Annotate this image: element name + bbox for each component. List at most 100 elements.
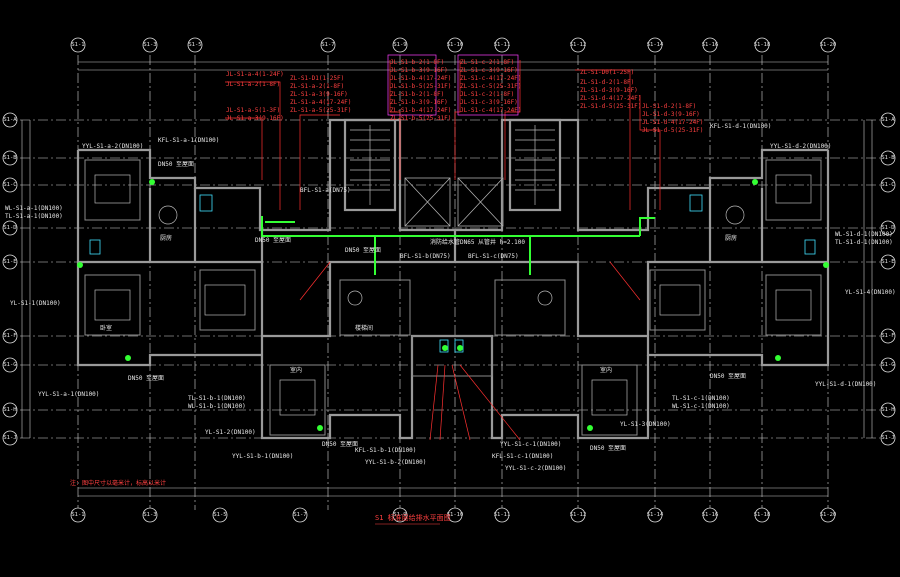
label-jl-a5: JL-S1-a-5(1-3F) xyxy=(226,107,280,114)
label-dn50-b: DN50 至屋面 xyxy=(128,375,164,382)
axis-top-5: S1-9 xyxy=(393,42,406,48)
label-jl-d5: JL-S1-d-5(25-31F) xyxy=(642,127,703,134)
axis-right-7: S1-G xyxy=(881,362,894,368)
axis-bottom-11: S1-18 xyxy=(754,512,771,518)
axis-top-8: S1-12 xyxy=(570,42,587,48)
axis-right-1: S1-A xyxy=(881,117,895,123)
axis-bottom-3: S1-5 xyxy=(213,512,226,518)
label-kfl-a: KFL-S1-a-1(DN100) xyxy=(158,137,219,144)
label-yl-s1-2: YL-S1-2(DN100) xyxy=(205,429,256,436)
room-b: 室内 xyxy=(600,366,612,374)
room-a: 室内 xyxy=(290,366,302,374)
room-kitchen-right: 厨房 xyxy=(725,234,737,242)
axis-right-5: S1-E xyxy=(881,259,894,265)
label-pipe-main: 消防给水管DN65 从管井 h=2.100 xyxy=(430,238,525,246)
label-jl-b3: JL-S1-b-3(9-16F) xyxy=(390,67,448,74)
axis-right-9: S1-J xyxy=(881,435,894,441)
label-yl-s1-3: YL-S1-3(DN100) xyxy=(620,421,671,428)
white-labels: YYL-S1-a-2(DN100) KFL-S1-a-1(DN100) DN50… xyxy=(5,123,896,472)
axis-top-12: S1-20 xyxy=(820,42,837,48)
label-zl-b3: ZL-S1-b-3(9-16F) xyxy=(390,99,448,106)
label-jl-c2: JL-S1-c-2(1-8F) xyxy=(460,91,514,98)
axis-left-7: S1-G xyxy=(3,362,16,368)
label-wl-d: WL-S1-d-1(DN100) xyxy=(835,231,893,238)
axis-top-10: S1-16 xyxy=(702,42,719,48)
label-jl-d3: JL-S1-d-3(9-16F) xyxy=(642,111,700,118)
label-jl-d4: JL-S1-d-4(17-24F) xyxy=(642,119,703,126)
axis-right-6: S1-F xyxy=(881,333,894,339)
label-kfl-c: KFL-S1-c-1(DN100) xyxy=(492,453,553,460)
water-pipes xyxy=(77,179,829,431)
axis-left-3: S1-C xyxy=(3,182,16,188)
axis-left-1: S1-A xyxy=(3,117,17,123)
label-zl-d1: ZL-S1-D1(1-25F) xyxy=(290,75,344,82)
label-tl-a: TL-S1-a-1(DN100) xyxy=(5,213,63,220)
label-bfl3: BFL-S1-c(DN75) xyxy=(468,253,519,260)
stair-right xyxy=(515,125,555,205)
axis-bubbles-bottom: S1-1 S1-3 S1-5 S1-7 S1-9 S1-10 S1-11 S1-… xyxy=(70,507,837,523)
label-dn50-mid: DN50 至屋面 xyxy=(345,247,381,254)
label-zl-d5: ZL-S1-d-5(25-31F) xyxy=(580,103,641,110)
axis-right-4: S1-D xyxy=(881,225,894,231)
label-kfl-b: KFL-S1-b-1(DN100) xyxy=(355,447,416,454)
axis-bottom-7: S1-11 xyxy=(494,512,511,518)
label-zl-a3: ZL-S1-a-3(9-16F) xyxy=(290,91,348,98)
room-stair: 楼梯间 xyxy=(355,324,373,332)
drawing-note: 注：图中尺寸以毫米计，标高以米计 xyxy=(70,479,166,487)
label-zl-c5: ZL-S1-c-5(25-31F) xyxy=(460,83,521,90)
axis-bottom-5: S1-9 xyxy=(393,512,406,518)
red-leaders xyxy=(225,60,661,441)
label-dn50-e: DN50 至屋面 xyxy=(590,445,626,452)
label-yyl-b2: YYL-S1-b-2(DN100) xyxy=(365,459,426,466)
label-jl-c3: JL-S1-c-3(9-16F) xyxy=(460,99,518,106)
axis-bottom-8: S1-12 xyxy=(570,512,587,518)
axis-bubbles-right: S1-A S1-B S1-C S1-D S1-E S1-F S1-G S1-H … xyxy=(880,112,896,446)
red-labels: JL-S1-a-4(1-24F) JL-S1-a-2(1-8F) JL-S1-a… xyxy=(226,59,703,134)
drawing-title: S1 标准层给排水平面图 xyxy=(375,513,451,522)
building-walls xyxy=(76,118,830,440)
axis-top-9: S1-14 xyxy=(647,42,664,48)
label-zl-c3: ZL-S1-c-3(9-16F) xyxy=(460,67,518,74)
label-tl-c: TL-S1-c-1(DN100) xyxy=(672,395,730,402)
label-dn50-top: DN50 至屋面 xyxy=(255,237,291,244)
label-zl-a4: ZL-S1-a-4(17-24F) xyxy=(290,99,351,106)
axis-top-2: S1-3 xyxy=(143,42,156,48)
label-zl-c4: ZL-S1-c-4(17-24F) xyxy=(460,75,521,82)
axis-right-3: S1-C xyxy=(881,182,894,188)
axis-left-5: S1-E xyxy=(3,259,16,265)
axis-bubbles-left: S1-A S1-B S1-C S1-D S1-E S1-F S1-G S1-H … xyxy=(2,112,18,446)
axis-top-1: S1-1 xyxy=(71,42,84,48)
label-yyl-b1: YYL-S1-b-1(DN100) xyxy=(232,453,293,460)
label-tl-b: TL-S1-b-1(DN100) xyxy=(188,395,246,402)
label-jl-b2: JL-S1-b-2(1-8F) xyxy=(390,59,444,66)
label-bfl2: BFL-S1-b(DN75) xyxy=(400,253,451,260)
label-dn50-c: DN50 至屋面 xyxy=(710,373,746,380)
axis-bottom-12: S1-20 xyxy=(820,512,837,518)
label-bfl: BFL-S1-a(DN75) xyxy=(300,187,351,194)
label-zl-d0: ZL-S1-D0(1-25F) xyxy=(580,69,634,76)
axis-left-4: S1-D xyxy=(3,225,16,231)
stair-left xyxy=(350,125,390,205)
axis-bottom-4: S1-7 xyxy=(293,512,306,518)
label-zl-d3: ZL-S1-d-3(9-16F) xyxy=(580,87,638,94)
label-dn50-a: DN50 至屋面 xyxy=(158,161,194,168)
label-wl-b: WL-S1-b-1(DN100) xyxy=(188,403,246,410)
label-kfl-d: KFL-S1-d-1(DN100) xyxy=(710,123,771,130)
axis-left-2: S1-B xyxy=(3,155,17,161)
axis-top-6: S1-10 xyxy=(447,42,464,48)
label-zl-a5: ZL-S1-a-5(25-31F) xyxy=(290,107,351,114)
label-jl-b4: JL-S1-b-4(17-24F) xyxy=(390,75,451,82)
room-labels: 厨房 厨房 卧室 楼梯间 室内 室内 xyxy=(100,234,737,374)
label-zl-c2: ZL-S1-c-2(1-8F) xyxy=(460,59,514,66)
axis-top-3: S1-5 xyxy=(188,42,201,48)
label-yyl-c2: YYL-S1-c-2(DN100) xyxy=(505,465,566,472)
label-yyl-d2: YYL-S1-d-2(DN100) xyxy=(770,143,831,150)
label-jl-c4: JL-S1-c-4(17-24F) xyxy=(460,107,521,114)
label-zl-b4: ZL-S1-b-4(17-24F) xyxy=(390,107,451,114)
label-yyl-a2: YYL-S1-a-2(DN100) xyxy=(82,143,143,150)
label-yyl-a1: YYL-S1-a-1(DN100) xyxy=(38,391,99,398)
axis-bottom-6: S1-10 xyxy=(447,512,464,518)
axis-top-11: S1-18 xyxy=(754,42,771,48)
fixtures xyxy=(89,125,816,416)
label-zl-d2: ZL-S1-d-2(1-8F) xyxy=(580,79,634,86)
